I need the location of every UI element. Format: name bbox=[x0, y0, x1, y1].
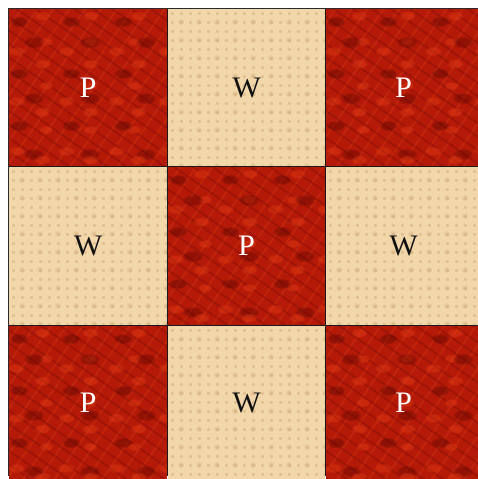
patchwork-grid: P W P W P W P W P bbox=[8, 8, 478, 476]
tile-label: P bbox=[80, 73, 97, 103]
tile-label: P bbox=[395, 388, 412, 418]
tile-label: W bbox=[232, 73, 260, 103]
tile-label: P bbox=[238, 231, 255, 261]
tile-r1-c3: P bbox=[326, 9, 478, 166]
tile-r2-c3: W bbox=[326, 167, 478, 325]
tile-label: W bbox=[232, 388, 260, 418]
tile-r3-c3: P bbox=[326, 326, 478, 479]
tile-label: P bbox=[80, 388, 97, 418]
tile-r1-c1: P bbox=[9, 9, 167, 166]
tile-label: P bbox=[395, 73, 412, 103]
tile-r3-c1: P bbox=[9, 326, 167, 479]
tile-r1-c2: W bbox=[168, 9, 325, 166]
tile-r2-c2: P bbox=[168, 167, 325, 325]
tile-r2-c1: W bbox=[9, 167, 167, 325]
tile-r3-c2: W bbox=[168, 326, 325, 479]
tile-label: W bbox=[74, 231, 102, 261]
tile-label: W bbox=[389, 231, 417, 261]
